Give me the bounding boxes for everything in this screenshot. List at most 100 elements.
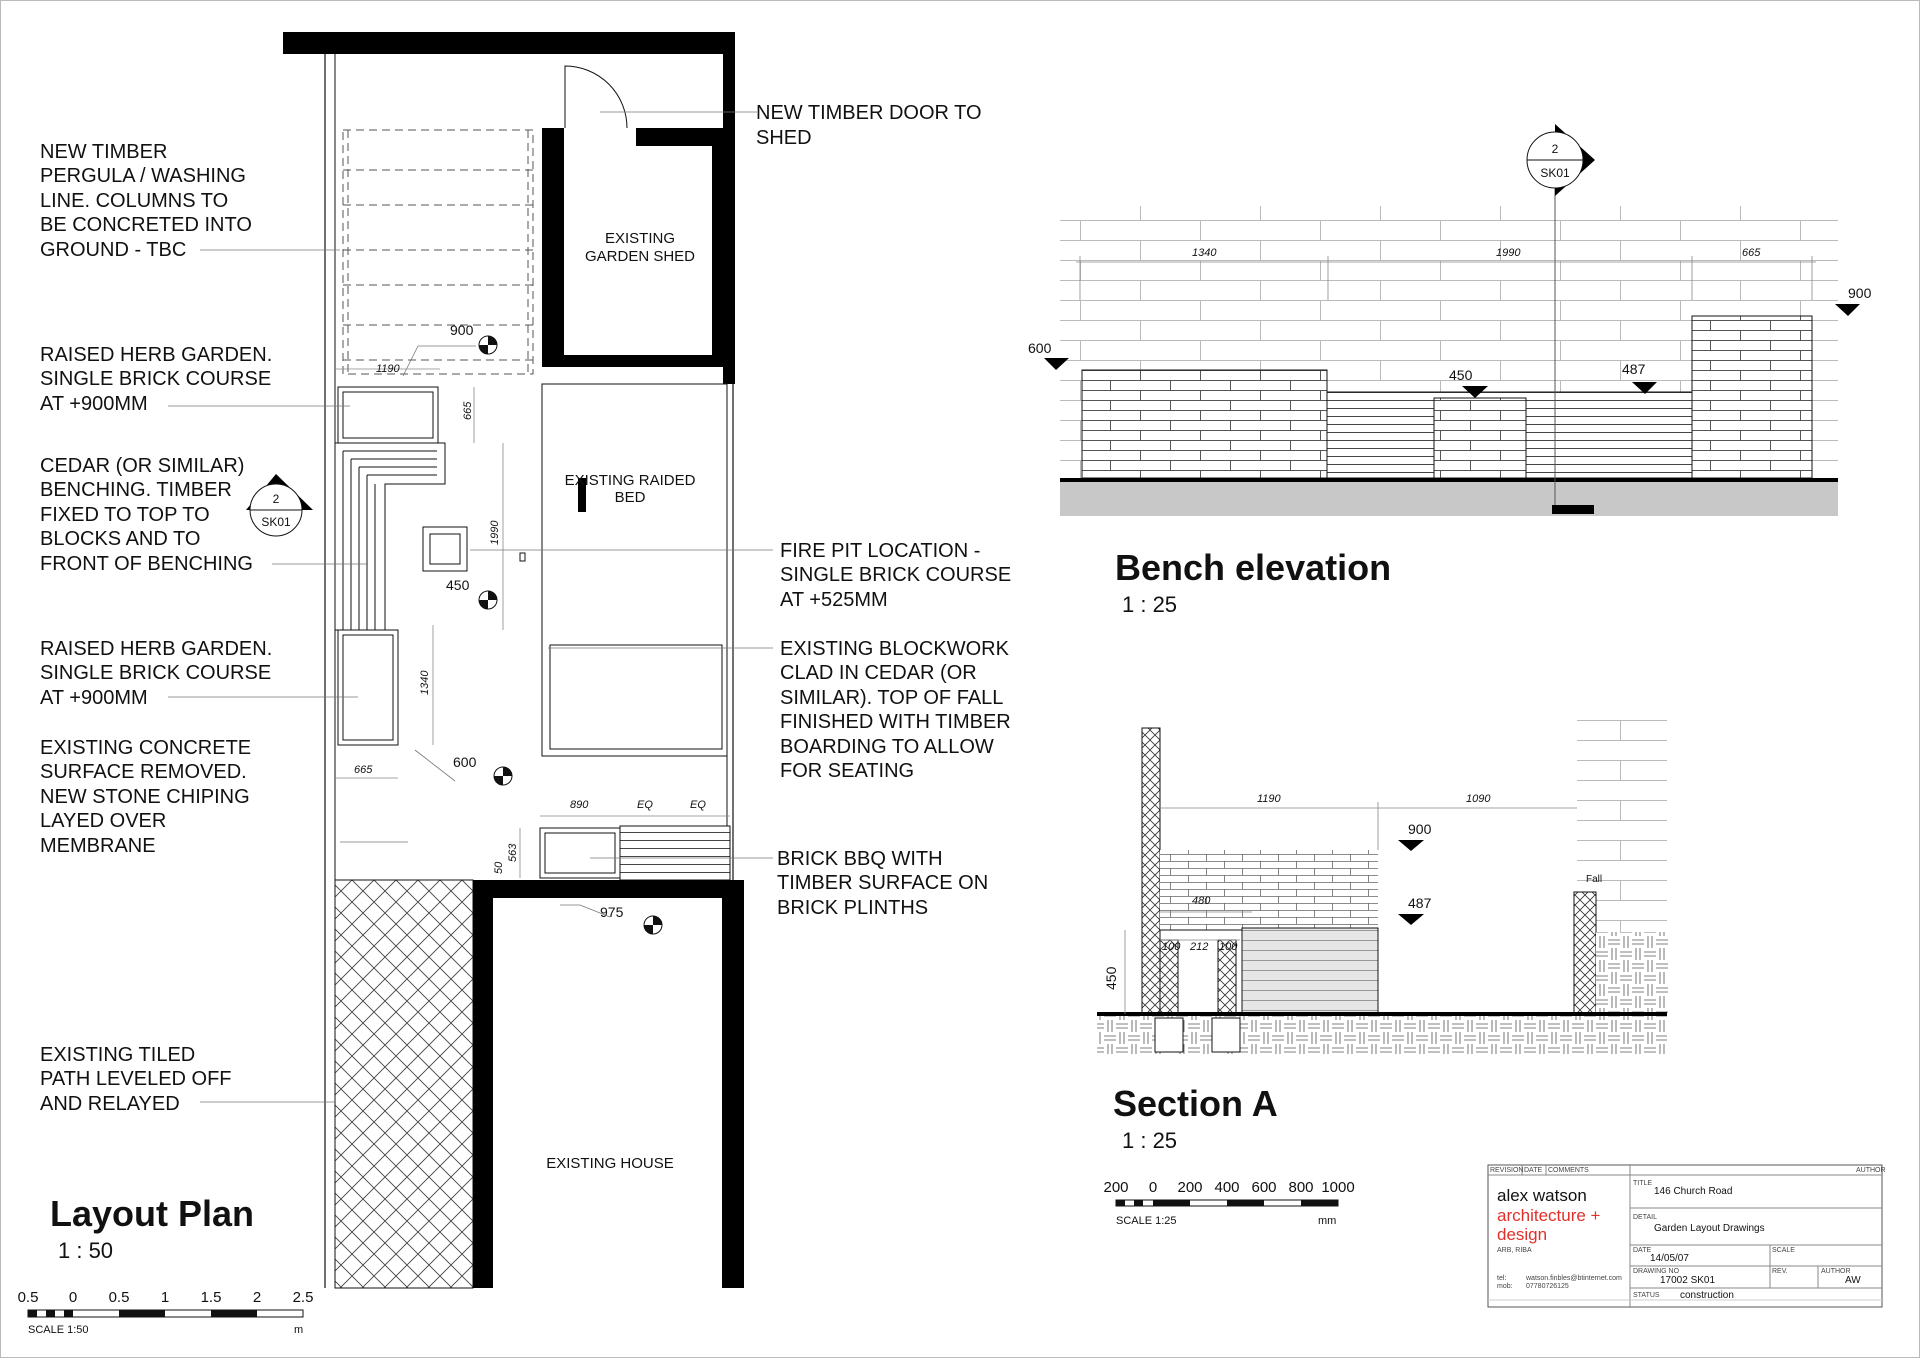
title-block: REVISION DATE COMMENTS AUTHOR alex watso… [1487, 1164, 1886, 1308]
section-right-fill [1596, 932, 1668, 1014]
plan-scale-label: SCALE 1:50 [28, 1324, 89, 1336]
elevation-marker-sheet: SK01 [1540, 166, 1570, 180]
tb-firm-line3: design [1497, 1225, 1547, 1244]
note-block-6: FOR SEATING [780, 760, 914, 782]
note-bench-2: BENCHING. TIMBER [40, 479, 232, 501]
note-path-3: AND RELAYED [40, 1093, 180, 1115]
section-dimensions: 1190 1090 480 100 212 100 450 [1103, 793, 1577, 1014]
house-wall-right [722, 880, 744, 1288]
shed-wall-bottom [542, 355, 734, 367]
section-title: Section A [1113, 1083, 1278, 1124]
elev-dim-1990: 1990 [1496, 247, 1521, 259]
dim-563: 563 [507, 843, 519, 862]
tb-tel-label: tel: [1497, 1275, 1506, 1282]
note-pergola-4: BE CONCRETED INTO [40, 214, 252, 236]
bench-elevation: 2 SK01 1340 1990 665 600 450 487 900 Ben… [1028, 124, 1872, 617]
note-bench-1: CEDAR (OR SIMILAR) [40, 455, 244, 477]
note-door-1: NEW TIMBER DOOR TO [756, 102, 982, 124]
note-firepit-2: SINGLE BRICK COURSE [780, 564, 1011, 586]
elevation-dimensions: 1340 1990 665 [1076, 247, 1816, 300]
tb-firm-qual: ARB, RIBA [1497, 1247, 1532, 1254]
bbq-timber-surface [619, 825, 731, 881]
plan-scale-tick-2: 0.5 [109, 1289, 130, 1306]
elevation-scale: 1 : 25 [1122, 592, 1177, 617]
sect-scale-tick-3: 400 [1214, 1179, 1239, 1196]
section-scale: 1 : 25 [1122, 1128, 1177, 1153]
section-marker-plan: 2 SK01 [246, 474, 313, 537]
tb-rev-label: REV. [1772, 1268, 1788, 1275]
fire-pit-outer [422, 526, 468, 572]
elevation-brick-right [1691, 315, 1813, 479]
note-path-1: EXISTING TILED [40, 1044, 195, 1066]
dim-665b: 665 [354, 764, 373, 776]
note-pergola-5: GROUND - TBC [40, 239, 186, 261]
section-bench-boards [1241, 927, 1379, 1015]
tb-title: 146 Church Road [1654, 1186, 1732, 1197]
section-marker-sheet: SK01 [261, 515, 291, 529]
section-footing-1 [1154, 1017, 1184, 1053]
tb-status-label: STATUS [1633, 1292, 1660, 1299]
elevation-marker-number: 2 [1552, 142, 1559, 156]
level-975: 975 [600, 904, 624, 920]
plan-scale-tick-4: 1.5 [201, 1289, 222, 1306]
section-cut-line [578, 478, 586, 512]
section-left-wall [1141, 727, 1161, 1015]
tb-email: watson.finbles@btinternet.com [1525, 1275, 1622, 1282]
note-herb1-1: RAISED HERB GARDEN. [40, 344, 272, 366]
section-right-post [1573, 891, 1597, 1015]
tb-author: AW [1845, 1275, 1861, 1286]
plan-level-markers: 900 450 600 975 [402, 322, 663, 935]
shed-label-2: GARDEN SHED [585, 248, 695, 265]
plan-scale-tick-3: 1 [161, 1289, 169, 1306]
dim-665: 665 [462, 401, 474, 420]
dim-890: 890 [570, 799, 589, 811]
note-pergola-2: PERGULA / WASHING [40, 165, 246, 187]
section-a: 1190 1090 480 100 212 100 450 900 487 Fa… [1097, 712, 1668, 1227]
plan-small-square [519, 552, 526, 562]
tb-mob-label: mob: [1497, 1283, 1513, 1290]
tb-date-label: DATE [1633, 1247, 1651, 1254]
tb-date: 14/05/07 [1650, 1253, 1689, 1264]
tb-date-header: DATE [1524, 1167, 1542, 1174]
tb-drawing: 17002 SK01 [1660, 1275, 1715, 1286]
sect-fall: Fall [1586, 874, 1602, 885]
sect-dim-100a: 100 [1162, 941, 1181, 953]
note-bench-4: BLOCKS AND TO [40, 528, 200, 550]
section-levels: 900 487 Fall [1398, 821, 1602, 925]
sect-level-900: 900 [1408, 821, 1432, 837]
elev-level-487: 487 [1622, 361, 1646, 377]
note-pergola-1: NEW TIMBER [40, 141, 167, 163]
herb-garden-1-inner [342, 391, 434, 439]
benching [334, 442, 446, 631]
sect-scale-label: SCALE 1:25 [1116, 1215, 1177, 1227]
note-block-2: CLAD IN CEDAR (OR [780, 662, 977, 684]
note-bbq-1: BRICK BBQ WITH [777, 848, 943, 870]
tb-detail: Garden Layout Drawings [1654, 1223, 1765, 1234]
bbq-grill [544, 832, 616, 874]
sect-dim-212: 212 [1189, 941, 1208, 953]
tb-comments-header: COMMENTS [1548, 1167, 1589, 1174]
elev-level-900: 900 [1848, 285, 1872, 301]
fire-pit-inner [429, 533, 461, 565]
house-label: EXISTING HOUSE [546, 1155, 674, 1172]
dim-50: 50 [493, 861, 505, 874]
elev-dim-1340: 1340 [1192, 247, 1217, 259]
tb-detail-label: DETAIL [1633, 1214, 1657, 1221]
note-bench-3: FIXED TO TOP TO [40, 504, 210, 526]
sect-scale-tick-5: 800 [1288, 1179, 1313, 1196]
elevation-title: Bench elevation [1115, 547, 1391, 588]
sect-scale-unit: mm [1318, 1215, 1336, 1227]
tb-status: construction [1680, 1290, 1734, 1301]
shed-label-1: EXISTING [605, 230, 675, 247]
note-herb2-3: AT +900MM [40, 687, 148, 709]
plan-scale-unit: m [294, 1324, 303, 1336]
shed-wall-top [636, 128, 734, 146]
elev-level-600: 600 [1028, 340, 1052, 356]
elevation-brick-left [1081, 369, 1328, 479]
sect-scale-tick-2: 200 [1177, 1179, 1202, 1196]
section-footing-2 [1211, 1017, 1241, 1053]
tb-mob: 07780726125 [1526, 1283, 1569, 1290]
tb-firm-line2: architecture + [1497, 1206, 1601, 1225]
